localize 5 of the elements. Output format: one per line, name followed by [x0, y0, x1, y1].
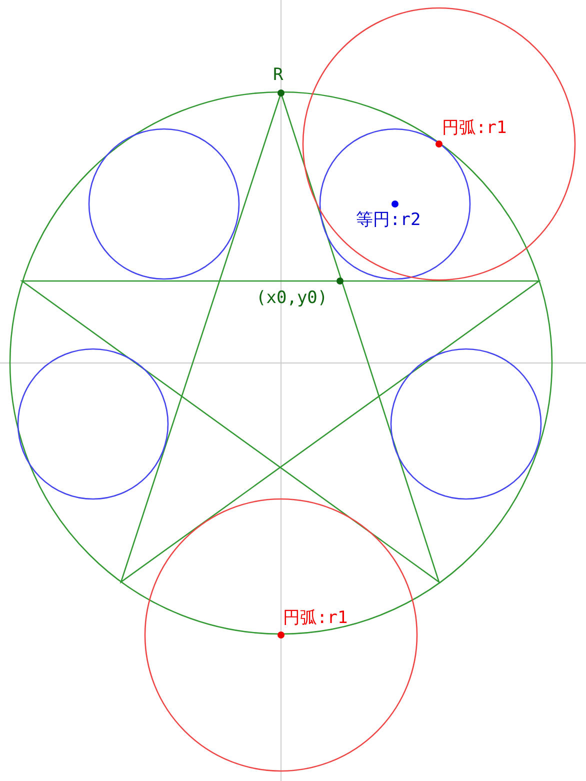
coordinate-label: (x0,y0): [256, 288, 328, 308]
arc-label: 円弧:r1: [283, 608, 348, 628]
circle-label: 等円:r2: [356, 210, 421, 230]
arc-label: 円弧:r1: [442, 118, 507, 138]
point-label: R: [273, 65, 284, 85]
